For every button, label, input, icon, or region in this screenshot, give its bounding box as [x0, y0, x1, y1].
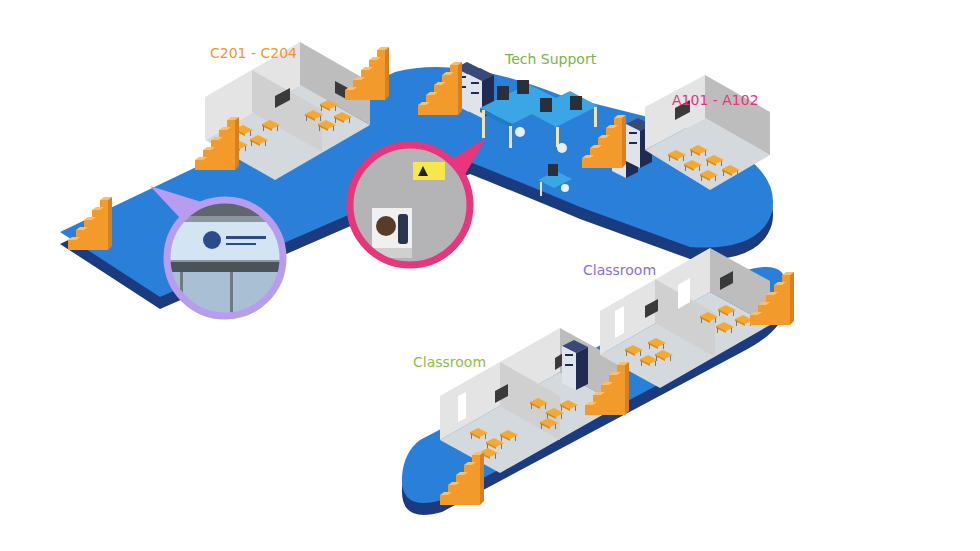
photo-callout	[350, 138, 486, 265]
monitor	[540, 98, 552, 112]
callout-ring	[350, 145, 470, 265]
room-wall	[705, 75, 770, 155]
desk	[718, 305, 736, 316]
callout-photo	[350, 145, 470, 265]
sign-lettering	[226, 243, 256, 245]
area-label: C201 - C204	[210, 45, 297, 61]
desk	[528, 91, 598, 127]
stairs	[418, 62, 462, 115]
building-sign	[165, 222, 285, 260]
desk	[684, 160, 702, 171]
area-label: A101 - A102	[672, 92, 759, 108]
desk	[250, 135, 268, 146]
area-label: Classroom	[583, 262, 656, 278]
desk	[625, 345, 643, 356]
doorway	[458, 392, 466, 422]
stairs	[585, 362, 629, 415]
building-band	[165, 262, 285, 272]
desk	[648, 338, 666, 349]
desk	[305, 110, 323, 121]
monitor	[570, 96, 582, 110]
desk	[470, 428, 488, 439]
photo-callout	[150, 186, 285, 318]
blackboard	[275, 88, 290, 108]
stairs	[440, 452, 484, 505]
tech-support-area	[455, 62, 652, 196]
poster	[372, 208, 412, 258]
area-label: Tech Support	[505, 51, 596, 67]
desk	[700, 170, 718, 181]
chair	[561, 184, 569, 192]
doorway	[615, 306, 624, 338]
lower-platform	[402, 267, 787, 515]
desk	[700, 312, 718, 323]
blackboard	[495, 384, 508, 403]
desk	[655, 350, 673, 361]
stairs	[195, 117, 239, 170]
desk	[722, 165, 740, 176]
caution-icon	[418, 166, 428, 176]
desk	[716, 322, 734, 333]
platform-side	[402, 279, 787, 515]
callout-ring	[167, 200, 283, 316]
room-divider	[500, 362, 560, 440]
photo-background	[165, 198, 285, 318]
desk-leg	[540, 182, 542, 196]
building-mullion	[230, 272, 233, 318]
photo-background	[350, 145, 470, 265]
room-wall	[440, 328, 560, 440]
server-rack	[562, 340, 588, 390]
desk	[668, 150, 686, 161]
monitor	[497, 86, 509, 100]
desk	[334, 112, 352, 123]
poster-face	[376, 216, 396, 236]
poster-product	[398, 214, 408, 244]
callout-photo	[165, 198, 285, 318]
desk	[690, 145, 708, 156]
stairs	[582, 115, 626, 168]
desk-leg	[482, 110, 485, 138]
desk	[320, 100, 338, 111]
sign-lettering	[226, 236, 266, 239]
desk	[318, 120, 336, 131]
room-wall	[645, 75, 705, 150]
desk-leg	[509, 126, 512, 148]
blackboard	[720, 271, 733, 290]
chair	[515, 127, 525, 137]
chair	[557, 143, 567, 153]
doorway	[678, 278, 690, 309]
monitor	[548, 164, 558, 176]
blackboard	[645, 299, 658, 318]
desk-leg	[594, 107, 597, 127]
stairs	[345, 47, 389, 100]
desk	[706, 155, 724, 166]
stairs	[750, 272, 794, 325]
desk	[262, 120, 280, 131]
desk	[540, 418, 558, 429]
stairs-group	[68, 47, 794, 505]
area-label: Classroom	[413, 354, 486, 370]
desk	[560, 400, 578, 411]
monitor	[517, 80, 529, 94]
caution-sign	[413, 162, 445, 180]
desk-leg	[556, 127, 559, 147]
stairs	[68, 197, 112, 250]
desk	[500, 430, 518, 441]
sign-logo	[203, 231, 221, 249]
desk	[640, 355, 658, 366]
desk	[530, 398, 548, 409]
room-block	[645, 75, 770, 190]
